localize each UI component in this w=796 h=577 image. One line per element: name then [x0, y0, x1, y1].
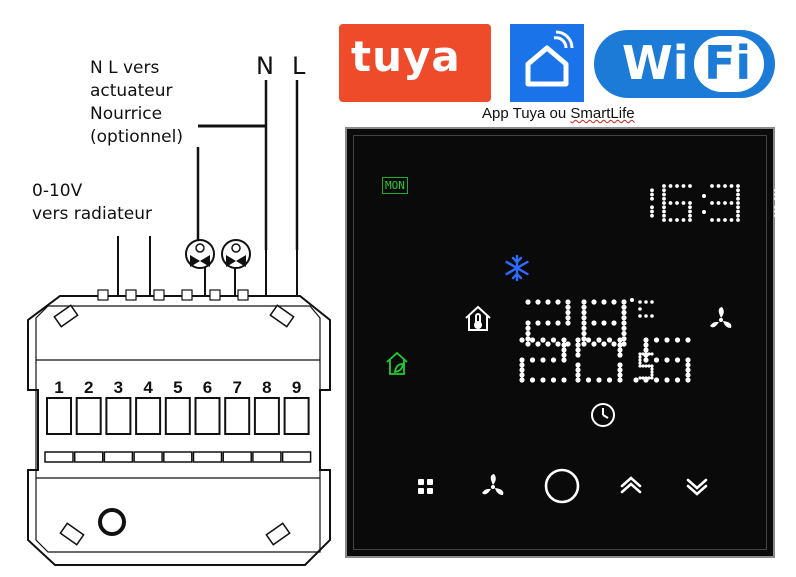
smartlife-logo — [510, 24, 584, 102]
terminal-number: 8 — [262, 378, 271, 397]
terminal-number: 4 — [143, 378, 153, 397]
terminal-clamp — [44, 397, 74, 463]
snowflake-icon — [505, 254, 529, 282]
annotation-line: (optionnel) — [90, 127, 183, 147]
actuator-annotation: N L vers actuateur Nourrice (optionnel) — [90, 57, 183, 149]
valve-icon — [185, 239, 215, 269]
terminal-number: 9 — [292, 378, 301, 397]
fan-speed-icon — [710, 307, 732, 328]
annotation-line: actuateur — [90, 81, 173, 101]
terminal-clamp — [192, 397, 223, 463]
display-digit — [575, 337, 623, 383]
wifi-logo-text: Wi — [622, 36, 689, 90]
eco-home-icon — [386, 351, 408, 375]
app-caption-prefix: App Tuya ou — [482, 105, 571, 122]
clock-icon — [591, 403, 615, 427]
app-caption-name: SmartLife — [570, 105, 635, 122]
terminal-clamp — [133, 397, 163, 463]
terminal-number: 5 — [173, 378, 182, 397]
day-indicator: MON — [382, 177, 408, 194]
display-digit — [581, 299, 627, 347]
fan-button[interactable] — [482, 474, 504, 495]
display-digit — [519, 337, 567, 383]
display-digit — [643, 337, 691, 383]
terminal-clamp — [163, 397, 193, 463]
menu-button[interactable] — [418, 479, 433, 494]
display-digit — [774, 188, 778, 218]
terminal-number: 1 — [54, 378, 63, 397]
display-digit — [662, 184, 692, 222]
annotation-line: N L vers — [90, 58, 160, 78]
room-temperature-display — [519, 337, 691, 383]
home-icon — [525, 30, 574, 87]
annotation-line: 0-10V — [32, 181, 83, 201]
valve-icon — [221, 239, 251, 269]
power-button[interactable] — [544, 468, 580, 504]
mounting-hole — [98, 508, 126, 536]
temperature-unit — [630, 298, 654, 318]
wifi-logo-badge: Fi — [694, 36, 764, 92]
terminal-number: 7 — [232, 378, 241, 397]
radiator-annotation: 0-10V vers radiateur — [32, 180, 152, 226]
decrease-button[interactable] — [686, 478, 708, 496]
set-temperature-display — [525, 299, 627, 347]
time-display — [650, 184, 778, 222]
live-label: L — [292, 52, 306, 80]
terminal-clamp — [281, 397, 312, 463]
tuya-logo-text: tuya — [351, 32, 461, 81]
display-digit — [525, 299, 571, 347]
increase-button[interactable] — [620, 476, 642, 494]
terminal-clamp — [103, 397, 134, 463]
terminal-clamp — [252, 397, 282, 463]
tuya-logo: tuya — [339, 24, 491, 102]
annotation-line: Nourrice — [90, 104, 163, 124]
terminal-number: 3 — [114, 378, 123, 397]
display-digit — [710, 184, 740, 222]
annotation-line: vers radiateur — [32, 204, 152, 224]
terminal-clamp — [73, 397, 104, 463]
home-thermometer-icon — [465, 305, 491, 331]
wifi-logo-text: Fi — [704, 36, 752, 90]
app-caption: App Tuya ou SmartLife — [482, 105, 635, 122]
display-digit — [638, 352, 654, 380]
unit-seconds-indicator — [638, 352, 654, 380]
terminal-block-diagram: 1 2 3 4 5 6 7 8 9 — [27, 80, 331, 566]
terminal-number: 6 — [203, 378, 212, 397]
wifi-logo: Wi Fi — [594, 30, 775, 98]
display-digit — [650, 188, 654, 218]
terminal-clamp — [222, 397, 252, 463]
terminal-number: 2 — [84, 378, 93, 397]
neutral-label: N — [256, 52, 274, 80]
